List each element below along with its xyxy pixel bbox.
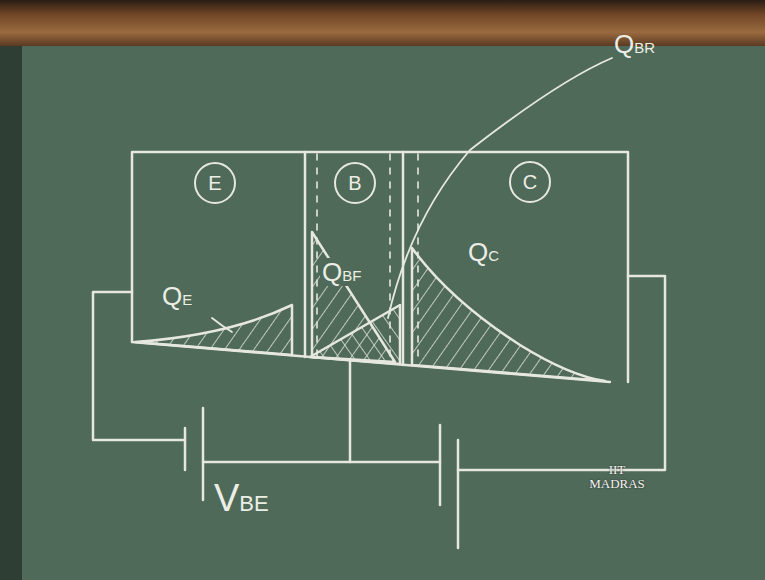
wire xyxy=(349,360,352,462)
battery-plate xyxy=(202,408,205,500)
wire xyxy=(458,276,665,470)
charge-label: QBF xyxy=(320,258,363,286)
emitter-charge xyxy=(135,305,292,355)
terminal-circle: B xyxy=(334,162,376,204)
junction-line xyxy=(304,152,307,357)
wire xyxy=(93,292,185,440)
base-reverse-charge xyxy=(310,305,400,364)
battery-plate xyxy=(184,428,187,470)
collector-charge xyxy=(412,248,605,381)
terminal-letter: C xyxy=(523,172,537,192)
voltage-label: VBE xyxy=(212,478,271,518)
battery-plate xyxy=(457,440,460,548)
wire xyxy=(203,461,440,464)
charge-label: QE xyxy=(160,282,194,310)
terminal-circle: C xyxy=(509,161,551,203)
watermark: IIT MADRAS xyxy=(583,462,651,491)
junction-line xyxy=(402,152,405,365)
charge-label: QC xyxy=(466,238,501,266)
transistor-body xyxy=(132,152,628,382)
leader-line xyxy=(212,318,232,332)
terminal-letter: B xyxy=(348,173,361,193)
board-edge xyxy=(0,46,22,580)
leader-line xyxy=(388,58,612,318)
terminal-letter: E xyxy=(208,173,221,193)
charge-label: QBR xyxy=(612,30,657,58)
battery-plate xyxy=(439,425,442,505)
terminal-circle: E xyxy=(194,162,236,204)
